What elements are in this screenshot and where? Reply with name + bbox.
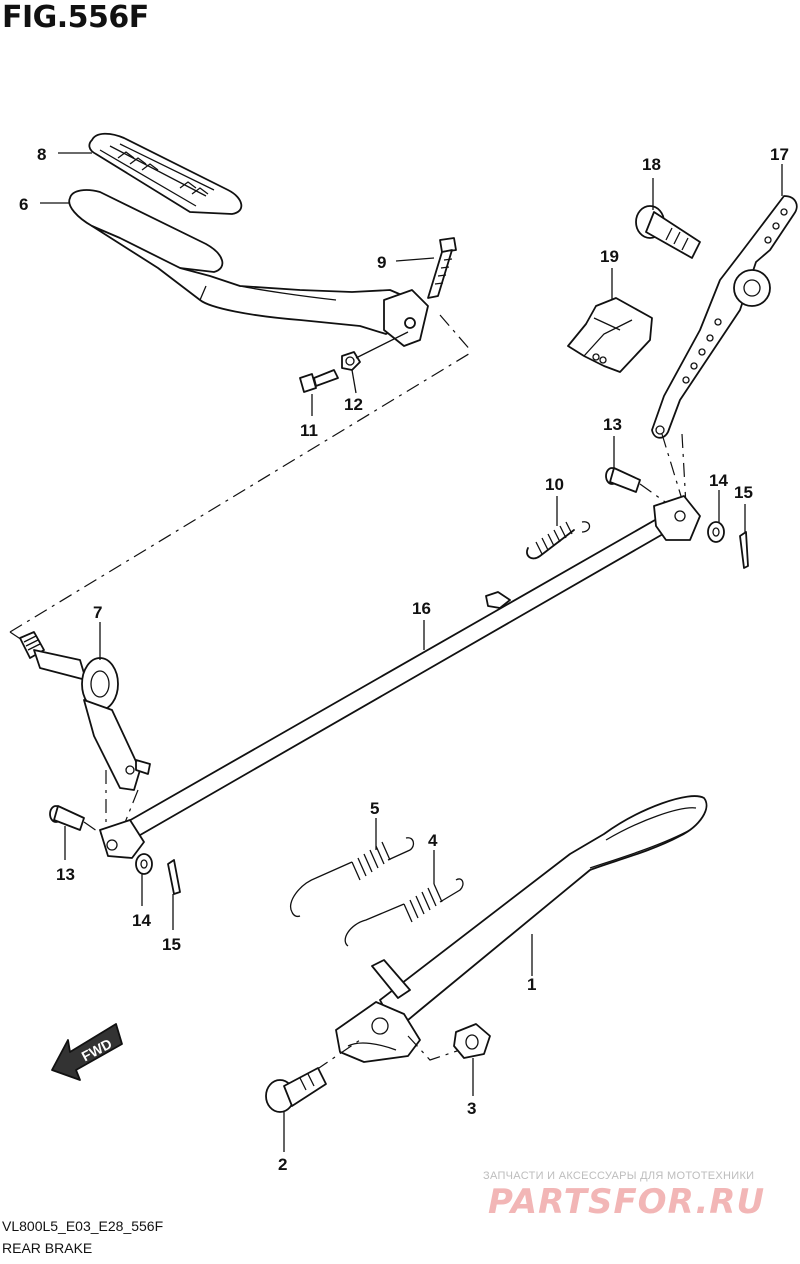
callout-8: 8: [37, 145, 46, 164]
callout-14-lower: 14: [132, 911, 151, 930]
brake-rod: [119, 495, 701, 843]
callout-1: 1: [527, 975, 536, 994]
pedal-bolt: [427, 237, 457, 299]
return-spring-upper: [526, 521, 591, 560]
callout-2: 2: [278, 1155, 287, 1174]
callout-11: 11: [300, 421, 318, 440]
washer-lower: [135, 853, 153, 875]
watermark-tagline: ЗАПЧАСТИ И АКСЕССУАРЫ ДЛЯ МОТОТЕХНИКИ: [483, 1170, 755, 1182]
callout-10: 10: [545, 475, 564, 494]
stand-spring-5: [290, 837, 415, 918]
callout-7: 7: [93, 603, 102, 622]
callout-6: 6: [19, 195, 28, 214]
brake-pedal: [68, 189, 429, 347]
brake-rod-arm: [651, 195, 798, 439]
callout-13-lower: 13: [56, 865, 75, 884]
stand-pivot-bolt: [265, 1067, 327, 1113]
callout-13-upper: 13: [603, 415, 622, 434]
callout-3: 3: [467, 1099, 476, 1118]
callout-16: 16: [412, 599, 431, 618]
figure-name: REAR BRAKE: [2, 1240, 93, 1256]
clevis-pin-lower: [49, 805, 85, 831]
callout-18: 18: [642, 155, 661, 174]
brake-shaft-arm: [19, 631, 151, 791]
cotter-pin-upper: [739, 531, 749, 569]
figure-title: FIG.556F: [2, 0, 149, 35]
figure-code: VL800L5_E03_E28_556F: [2, 1218, 164, 1234]
dashed-guide-line: [9, 351, 473, 633]
lower-clevis: [99, 819, 145, 859]
pivot-pin: [635, 205, 701, 259]
stand-spring-4: [344, 878, 464, 947]
callout-9: 9: [377, 253, 386, 272]
callout-19: 19: [600, 247, 619, 266]
fwd-arrow: FWD: [51, 1023, 123, 1081]
pedal-rubber: [88, 132, 243, 215]
rubber-boot: [567, 297, 653, 373]
nut: [341, 351, 361, 371]
small-bolt: [299, 369, 339, 393]
callout-12: 12: [344, 395, 363, 414]
callout-5: 5: [370, 799, 379, 818]
callout-14-upper: 14: [709, 471, 728, 490]
clevis-pin-upper: [605, 467, 641, 493]
callout-4: 4: [428, 831, 438, 850]
side-stand: [335, 795, 708, 1063]
washer-upper: [707, 521, 725, 543]
callout-17: 17: [770, 145, 789, 164]
callout-15-upper: 15: [734, 483, 753, 502]
watermark-logo: PARTSFOR.RU: [488, 1182, 766, 1222]
stand-nut: [453, 1023, 491, 1059]
cotter-pin-lower: [167, 859, 181, 895]
callout-15-lower: 15: [162, 935, 181, 954]
